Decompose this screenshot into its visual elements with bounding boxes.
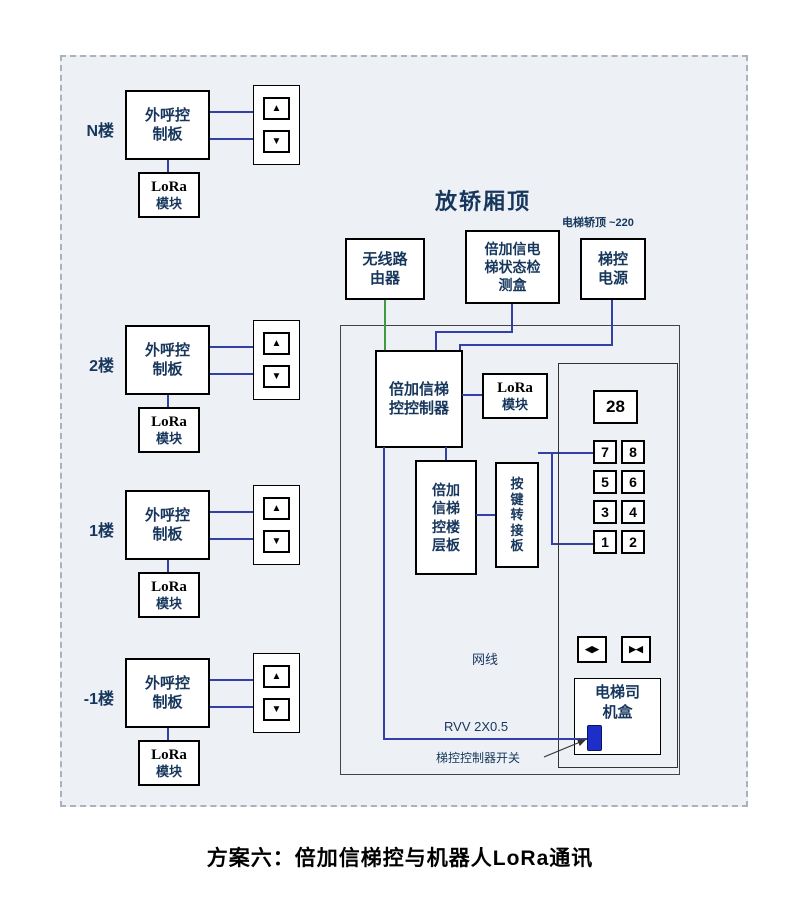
power-connector-line — [459, 344, 461, 351]
connector-line — [551, 452, 553, 545]
door-close-button-icon: ▶◀ — [621, 636, 651, 663]
router-connector-line — [384, 300, 386, 350]
call-button-panel: ▲ ▼ — [253, 320, 300, 400]
keypad-button-5: 5 — [593, 470, 617, 494]
connector-line — [210, 511, 253, 513]
keypad-button-1: 1 — [593, 530, 617, 554]
connector-line — [210, 111, 253, 113]
lora-label: LoRa — [151, 414, 187, 431]
detector-connector-line — [435, 331, 437, 350]
cable-line — [383, 447, 385, 740]
rvv-cable-label: RVV 2X0.5 — [444, 719, 509, 734]
connector-line — [167, 160, 169, 172]
connector-line — [167, 395, 169, 407]
power-connector-line — [459, 344, 613, 346]
connector-line — [210, 373, 253, 375]
lora-module-box: LoRa 模块 — [138, 172, 200, 218]
floor-label: 1楼 — [89, 523, 114, 540]
connector-line — [210, 679, 253, 681]
keypad-button-6: 6 — [621, 470, 645, 494]
connector-line — [210, 538, 253, 540]
connector-line — [445, 447, 447, 460]
cable-line — [383, 738, 587, 740]
connector-line — [551, 543, 594, 545]
elevator-controller-box: 倍加信梯 控控制器 — [375, 350, 463, 448]
lora-label: LoRa — [151, 579, 187, 596]
module-label: 模块 — [155, 764, 182, 780]
call-control-board: 外呼控 制板 — [125, 490, 210, 560]
call-button-panel: ▲ ▼ — [253, 653, 300, 733]
down-arrow-button: ▼ — [263, 130, 290, 154]
lora-module-box: LoRa 模块 — [138, 407, 200, 453]
cartop-inner-frame — [340, 325, 680, 775]
floor-unit-2: 2楼 外呼控 制板 ▲ ▼ LoRa 模块 — [60, 320, 310, 460]
power-connector-line — [611, 300, 613, 346]
up-arrow-button: ▲ — [263, 496, 290, 520]
keypad-button-4: 4 — [621, 500, 645, 524]
connector-line — [462, 394, 482, 396]
connector-line — [167, 560, 169, 572]
connector-line — [210, 346, 253, 348]
detector-connector-line — [511, 304, 513, 333]
up-arrow-button: ▲ — [263, 96, 290, 120]
cartop-lora-module-box: LoRa 模块 — [482, 373, 548, 419]
cartop-area-title: 放轿厢顶 — [435, 189, 532, 214]
call-button-panel: ▲ ▼ — [253, 85, 300, 165]
up-arrow-button: ▲ — [263, 331, 290, 355]
driver-box-label: 电梯司 机盒 — [594, 684, 640, 721]
keypad-button-3: 3 — [593, 500, 617, 524]
door-open-button-icon: ◀▶ — [577, 636, 607, 663]
floor-label: 2楼 — [89, 358, 114, 375]
connector-line — [210, 706, 253, 708]
detector-connector-line — [435, 331, 513, 333]
wireless-router-box: 无线路 由器 — [345, 238, 425, 300]
lora-label: LoRa — [497, 380, 533, 397]
module-label: 模块 — [155, 196, 182, 212]
module-label: 模块 — [155, 431, 182, 447]
network-cable-label: 网线 — [472, 652, 499, 667]
connector-line — [167, 728, 169, 740]
call-button-panel: ▲ ▼ — [253, 485, 300, 565]
connector-line — [210, 138, 253, 140]
up-arrow-button: ▲ — [263, 664, 290, 688]
lora-module-box: LoRa 模块 — [138, 572, 200, 618]
keypad-button-2: 2 — [621, 530, 645, 554]
car-operating-panel — [558, 363, 678, 768]
elevator-status-detector-box: 倍加信电 梯状态检 测盒 — [465, 230, 560, 304]
floor-unit-n: N楼 外呼控 制板 ▲ ▼ LoRa 模块 — [60, 85, 310, 225]
floor-unit-minus1: -1楼 外呼控 制板 ▲ ▼ LoRa 模块 — [60, 653, 310, 793]
scheme-caption: 方案六：倍加信梯控与机器人LoRa通讯 — [206, 847, 594, 870]
lora-label: LoRa — [151, 179, 187, 196]
controller-switch-label: 梯控控制器开关 — [436, 751, 521, 765]
lora-module-box: LoRa 模块 — [138, 740, 200, 786]
power-note-label: 电梯轿顶 ~220 — [562, 217, 634, 229]
floor-label: N楼 — [86, 123, 114, 140]
down-arrow-button: ▼ — [263, 530, 290, 554]
down-arrow-button: ▼ — [263, 698, 290, 722]
keypad-button-7: 7 — [593, 440, 617, 464]
call-control-board: 外呼控 制板 — [125, 90, 210, 160]
connector-line — [538, 452, 594, 454]
elevator-driver-box: 电梯司 机盒 — [574, 678, 661, 755]
floor-unit-1: 1楼 外呼控 制板 ▲ ▼ LoRa 模块 — [60, 485, 310, 625]
floor-board-box: 倍加 信梯 控楼 层板 — [415, 460, 477, 575]
connector-line — [476, 514, 495, 516]
module-label: 模块 — [155, 596, 182, 612]
controller-switch-knob — [587, 725, 602, 751]
switch-pointer-arrow — [543, 739, 587, 758]
call-control-board: 外呼控 制板 — [125, 658, 210, 728]
key-adapter-board-box: 按 键 转 接 板 — [495, 462, 539, 568]
down-arrow-button: ▼ — [263, 365, 290, 389]
call-control-board: 外呼控 制板 — [125, 325, 210, 395]
floor-label: -1楼 — [83, 691, 114, 708]
floor-display: 28 — [593, 390, 638, 424]
module-label: 模块 — [501, 397, 528, 413]
keypad-button-8: 8 — [621, 440, 645, 464]
elevator-control-power-box: 梯控 电源 — [580, 238, 646, 300]
lora-label: LoRa — [151, 747, 187, 764]
